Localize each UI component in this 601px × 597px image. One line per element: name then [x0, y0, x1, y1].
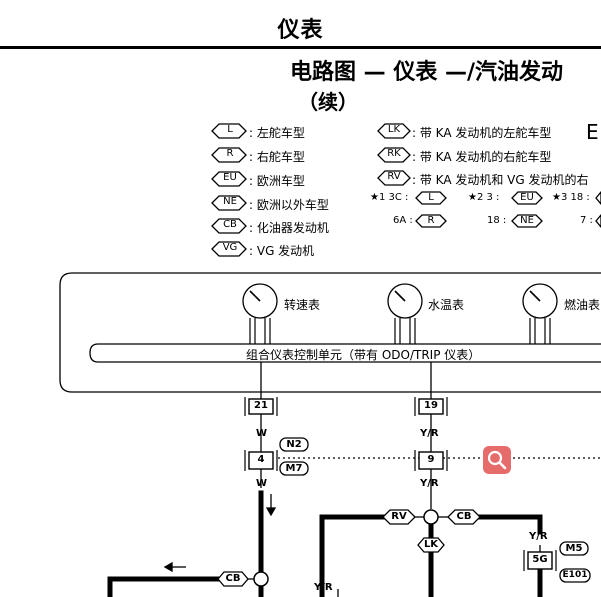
- star-badge-edge2: [595, 213, 601, 229]
- legend-badge-ne: [211, 195, 247, 211]
- edge-letter: E: [586, 120, 599, 144]
- control-unit-label: 组合仪表控制单元（带有 ODO/TRIP 仪表）: [246, 348, 481, 362]
- legend-text-lk: : 带 KA 发动机的左舵车型: [412, 126, 552, 140]
- star-badge-eu: [511, 191, 543, 205]
- legend-badge-rk: [377, 147, 411, 163]
- legend-code-lk: LK: [387, 124, 401, 135]
- tag-m7-label: M7: [285, 463, 303, 474]
- tacho-label: 转速表: [284, 298, 321, 312]
- star-badge-edge1: [595, 190, 601, 206]
- zoom-button[interactable]: [483, 446, 511, 474]
- legend-badge-eu: [211, 171, 247, 187]
- legend-badge-l: [211, 123, 247, 139]
- connector-4-label: 4: [257, 454, 265, 465]
- legend-text-l: : 左舵车型: [249, 126, 305, 140]
- star-note-2b: 18 :: [487, 215, 507, 226]
- cluster-outline: [59, 272, 601, 393]
- star-badge-ne: [511, 214, 543, 228]
- tag-cb1: [447, 509, 481, 525]
- legend-text-cb: : 化油器发动机: [249, 221, 329, 235]
- wire-color-w-bot: W: [256, 478, 268, 489]
- control-unit-box: [89, 343, 601, 363]
- legend-code-rk: RK: [387, 148, 401, 159]
- connector-21: [248, 398, 274, 415]
- star-badge-l: [415, 191, 447, 205]
- wire-color-w-top: W: [256, 428, 268, 439]
- legend-code-l: L: [227, 124, 233, 135]
- connector-19-label: 19: [424, 400, 438, 411]
- fuel-label: 燃油表: [564, 298, 601, 312]
- connector-5g: [527, 551, 553, 570]
- wire-color-yr-right: Y/R: [529, 531, 548, 542]
- legend-badge-cb: [211, 218, 247, 234]
- page-title: 仪表: [277, 18, 324, 43]
- legend-badge-rv: [377, 170, 411, 186]
- star-note-2: ★2 3 :: [468, 192, 500, 203]
- tag-n2: [279, 437, 309, 452]
- tag-cb1-label: CB: [456, 511, 472, 522]
- splice-left: [253, 571, 269, 587]
- tag-rv-label: RV: [391, 511, 407, 522]
- star-note-3b: 7 :: [580, 215, 593, 226]
- connector-5g-label: 5G: [532, 554, 548, 565]
- legend-badge-r: [211, 147, 247, 163]
- legend-code-r: R: [226, 148, 234, 159]
- wire-color-yr-left: Y/R: [314, 582, 333, 593]
- title-rule: [0, 46, 601, 49]
- star-note-1b-code: R: [427, 215, 435, 226]
- water-label: 水温表: [428, 298, 465, 312]
- tag-e101-label: E101: [562, 570, 588, 580]
- star-note-2b-code: NE: [520, 215, 534, 226]
- tag-cb2-label: CB: [225, 573, 241, 584]
- legend-text-eu: : 欧洲车型: [249, 174, 305, 188]
- tag-e101: [559, 568, 591, 583]
- legend-text-vg: : VG 发动机: [249, 244, 315, 258]
- star-note-1: ★1 3C :: [370, 192, 409, 203]
- wire-color-yr-bot: Y/R: [420, 478, 439, 489]
- wire-color-yr-top: Y/R: [420, 428, 439, 439]
- star-badge-r: [415, 214, 447, 228]
- splice-upper: [423, 509, 439, 525]
- star-note-1-code: L: [428, 192, 434, 203]
- legend-code-rv: RV: [387, 171, 401, 182]
- tag-n2-label: N2: [286, 439, 302, 450]
- legend-badge-vg: [211, 241, 247, 257]
- legend-code-vg: VG: [222, 242, 238, 253]
- connector-4: [248, 451, 274, 470]
- legend-code-eu: EU: [223, 172, 237, 183]
- legend-code-cb: CB: [223, 219, 237, 230]
- connector-19: [418, 398, 444, 415]
- continued-label: （续）: [298, 90, 358, 114]
- connector-21-label: 21: [254, 400, 268, 411]
- star-note-3: ★3 18 :: [552, 192, 590, 203]
- tag-m5-label: M5: [565, 543, 583, 554]
- legend-code-ne: NE: [223, 196, 237, 207]
- legend-text-rv: : 带 KA 发动机和 VG 发动机的右: [412, 173, 589, 187]
- tag-m7: [279, 461, 309, 476]
- tag-lk: [417, 537, 445, 553]
- legend-text-ne: : 欧洲以外车型: [249, 198, 329, 212]
- legend-text-rk: : 带 KA 发动机的右舵车型: [412, 150, 552, 164]
- diagram-title: 电路图 — 仪表 —/汽油发动: [290, 60, 564, 85]
- magnifier-icon: [487, 450, 507, 470]
- connector-9: [418, 451, 444, 470]
- connector-9-label: 9: [427, 454, 435, 465]
- star-note-1b: 6A :: [393, 215, 413, 226]
- legend-badge-lk: [377, 123, 411, 139]
- legend-text-r: : 右舵车型: [249, 150, 305, 164]
- star-note-2-code: EU: [520, 192, 534, 203]
- tag-lk-label: LK: [423, 539, 439, 550]
- tag-m5: [559, 541, 589, 556]
